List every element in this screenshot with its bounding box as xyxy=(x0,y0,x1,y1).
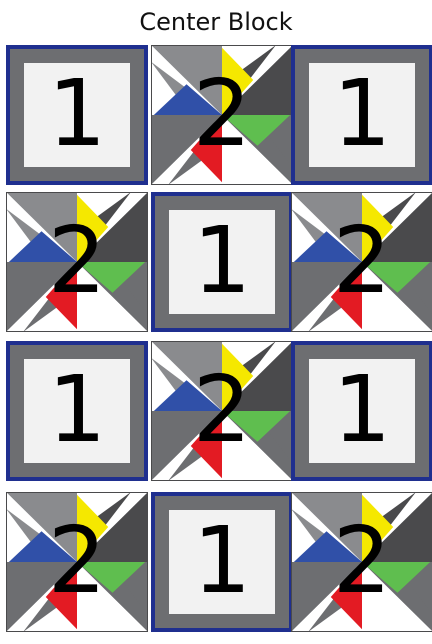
pinwheel-block: 2 xyxy=(151,341,293,481)
pinwheel-block: 2 xyxy=(291,492,432,632)
pinwheel-block: 2 xyxy=(6,192,148,332)
block-number: 1 xyxy=(48,356,107,463)
block-number: 1 xyxy=(48,60,107,167)
block-number: 1 xyxy=(333,356,392,463)
block-number: 2 xyxy=(193,60,252,167)
block-number: 1 xyxy=(193,507,252,614)
framed-block: 1 xyxy=(151,492,293,632)
block-number: 2 xyxy=(333,507,392,614)
block-number: 2 xyxy=(48,507,107,614)
pinwheel-block: 2 xyxy=(291,192,432,332)
pinwheel-block: 2 xyxy=(151,45,293,185)
framed-block: 1 xyxy=(6,45,148,185)
block-number: 1 xyxy=(333,60,392,167)
framed-block: 1 xyxy=(151,192,293,332)
framed-block: 1 xyxy=(291,45,432,185)
framed-block: 1 xyxy=(291,341,432,481)
block-number: 2 xyxy=(48,207,107,314)
block-number: 2 xyxy=(333,207,392,314)
block-number: 1 xyxy=(193,207,252,314)
block-number: 2 xyxy=(193,356,252,463)
pinwheel-block: 2 xyxy=(6,492,148,632)
framed-block: 1 xyxy=(6,341,148,481)
